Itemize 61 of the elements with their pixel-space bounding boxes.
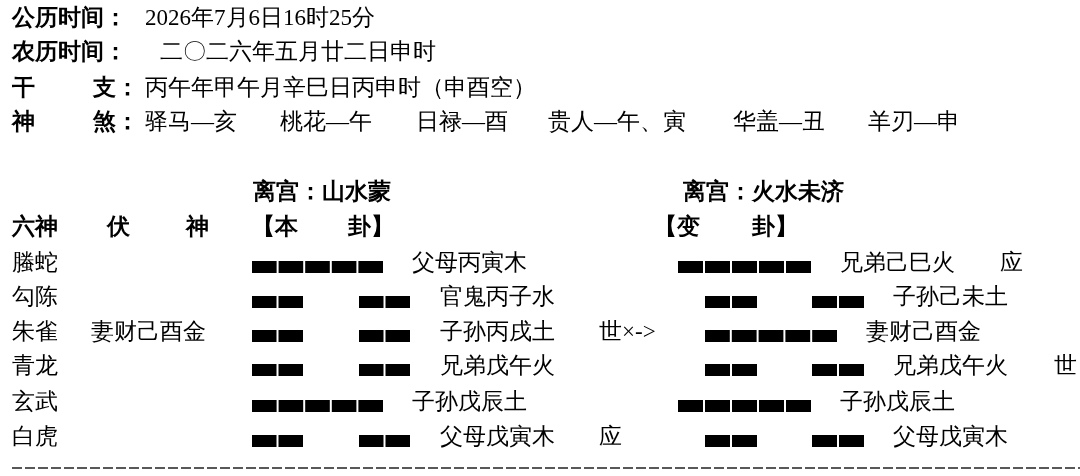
line-label: 父母丙寅木 [412,250,527,276]
spirit-name: 青龙 [12,353,58,379]
line-label: 子孙戊辰土 [412,389,527,415]
line-label: 父母戊寅木 [893,424,1008,450]
shensha-item: 驿马—亥 [145,109,237,135]
moving-line-marker: 世×-> [599,319,656,345]
hexagram-line-bar [812,364,864,376]
hexagram-line-bar [252,364,303,376]
hexagram-line-bar [252,296,303,308]
hexagram-line-bar [252,435,303,447]
hexagram-line-bar [705,296,757,308]
field-label: 神 煞： [12,109,139,135]
hexagram-line-bar [705,364,757,376]
hexagram-line-bar [705,435,757,447]
hexagram-title: 离宫：山水蒙 [253,179,391,205]
line-label: 兄弟戊午火 [440,353,555,379]
hexagram-line-bar [252,261,383,273]
line-marker: 应 [599,424,622,450]
shensha-item: 羊刃—申 [868,109,960,135]
hexagram-line-bar [359,435,410,447]
shensha-item: 日禄—酉 [416,109,508,135]
line-label: 父母戊寅木 [440,424,555,450]
hexagram-line-bar [252,330,303,342]
line-label: 子孙戊辰土 [840,389,955,415]
field-label: 干 支： [12,75,139,101]
hexagram-line-bar [678,400,811,412]
hexagram-line-bar [678,261,811,273]
field-label: 公历时间： [12,5,127,31]
line-label: 妻财己酉金 [866,319,981,345]
line-label: 兄弟己巳火 [840,250,955,276]
hexagram-line-bar [359,364,410,376]
hexagram-line-bar [359,296,410,308]
line-marker: 应 [1000,250,1023,276]
column-header: 【变 卦】 [654,214,798,240]
field-label: 农历时间： [12,39,127,65]
hexagram-line-bar [705,330,837,342]
field-value: 二〇二六年五月廿二日申时 [160,39,436,65]
spirit-name: 玄武 [12,389,58,415]
hidden-spirit-label: 妻财己酉金 [91,319,206,345]
line-marker: 世 [1054,353,1077,379]
line-label: 兄弟戊午火 [893,353,1008,379]
shensha-item: 华盖—丑 [733,109,825,135]
spirit-name: 白虎 [12,424,58,450]
hexagram-line-bar [359,330,410,342]
column-header: 六神 [12,214,58,240]
column-header: 伏 神 [107,214,209,240]
hexagram-line-bar [812,435,864,447]
hexagram-line-bar [812,296,864,308]
shensha-item: 贵人—午、寅 [548,109,686,135]
spirit-name: 朱雀 [12,319,58,345]
column-header: 【本 卦】 [252,214,394,240]
line-label: 子孙丙戌土 [440,319,555,345]
spirit-name: 勾陈 [12,284,58,310]
spirit-name: 螣蛇 [12,250,58,276]
field-value: 2026年7月6日16时25分 [145,5,375,31]
shensha-item: 桃花—午 [280,109,372,135]
line-label: 子孙己未土 [893,284,1008,310]
hexagram-title: 离宫：火水未济 [683,179,844,205]
field-value: 丙午年甲午月辛巳日丙申时（申酉空） [145,75,536,101]
hexagram-line-bar [252,400,383,412]
line-label: 官鬼丙子水 [440,284,555,310]
